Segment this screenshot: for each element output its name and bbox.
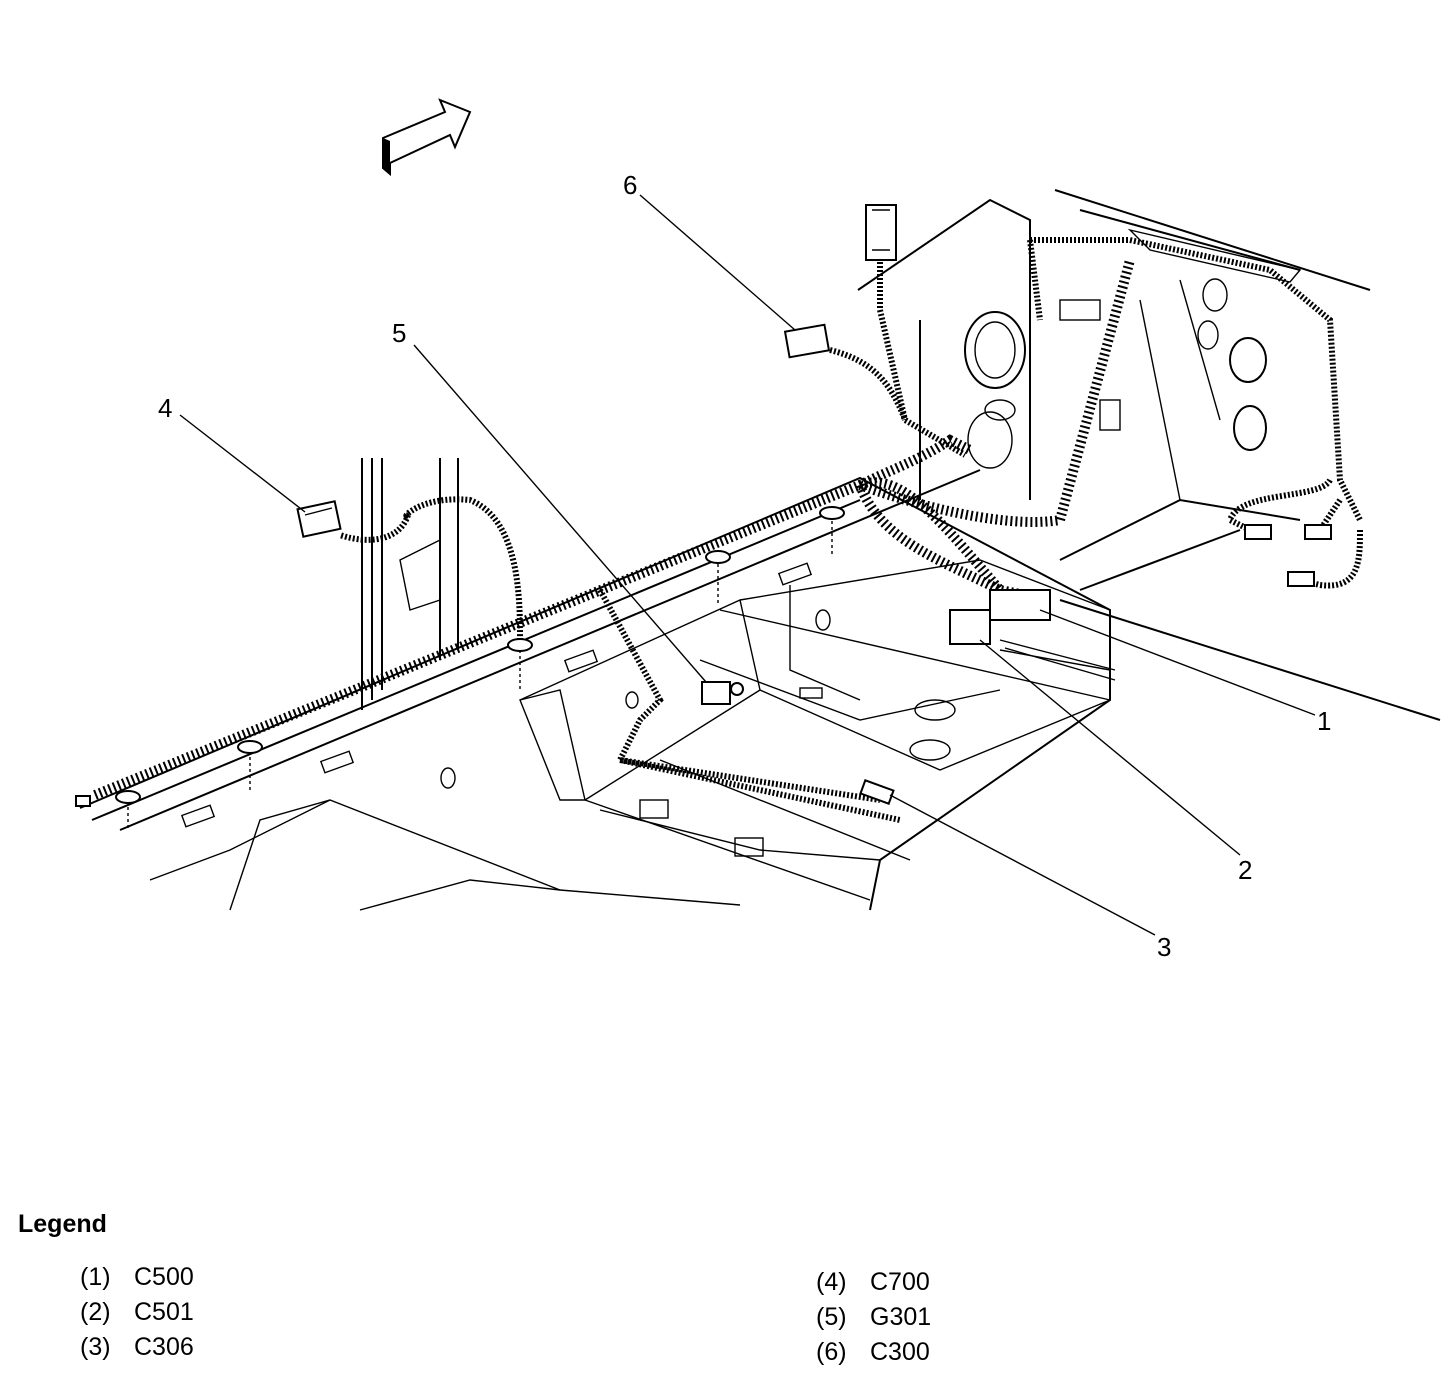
legend-column-left: (1) C500 (2) C501 (3) C306 xyxy=(80,1260,194,1365)
legend-item-code: C700 xyxy=(870,1268,930,1296)
legend-item: (2) C501 xyxy=(80,1295,194,1330)
legend-item-number: (3) xyxy=(80,1333,111,1361)
callout-1: 1 xyxy=(1317,706,1332,736)
legend-column-right: (4) C700 (5) G301 (6) C300 xyxy=(816,1265,931,1370)
forward-arrow-icon xyxy=(382,98,472,177)
legend-item: (5) G301 xyxy=(816,1300,931,1335)
legend-item-number: (6) xyxy=(816,1338,847,1366)
legend-item-number: (1) xyxy=(80,1263,111,1291)
callout-5: 5 xyxy=(392,318,407,348)
legend-title: Legend xyxy=(18,1210,107,1238)
legend-item: (1) C500 xyxy=(80,1260,194,1295)
rear-quarter-panel xyxy=(857,189,1441,721)
connector-c306 xyxy=(859,779,895,805)
legend-item-code: G301 xyxy=(870,1303,932,1331)
main-harness xyxy=(75,230,1363,830)
callout-4: 4 xyxy=(158,393,173,423)
legend-item-number: (2) xyxy=(80,1298,111,1326)
callout-2: 2 xyxy=(1238,855,1253,885)
ground-g301 xyxy=(701,681,744,705)
connector-c700 xyxy=(296,500,342,538)
connector-c500-c501 xyxy=(949,589,1116,681)
b-pillar xyxy=(361,458,459,710)
leader-lines xyxy=(179,194,1316,936)
legend-item-number: (5) xyxy=(816,1303,847,1331)
legend-item: (3) C306 xyxy=(80,1330,194,1365)
callout-3: 3 xyxy=(1157,932,1172,962)
legend-item: (6) C300 xyxy=(816,1335,931,1370)
wiring-harness-diagram xyxy=(75,98,1441,936)
legend-item-code: C306 xyxy=(134,1333,194,1361)
legend-item-code: C501 xyxy=(134,1298,194,1326)
legend-item-code: C500 xyxy=(134,1263,194,1291)
rear-connectors xyxy=(1244,524,1332,587)
connector-c300 xyxy=(783,323,831,359)
connector-c300-mate xyxy=(865,204,897,261)
callout-6: 6 xyxy=(623,170,638,200)
floor-pan xyxy=(79,469,1111,911)
legend-item-number: (4) xyxy=(816,1268,847,1296)
legend-item: (4) C700 xyxy=(816,1265,931,1300)
legend-item-code: C300 xyxy=(870,1338,930,1366)
